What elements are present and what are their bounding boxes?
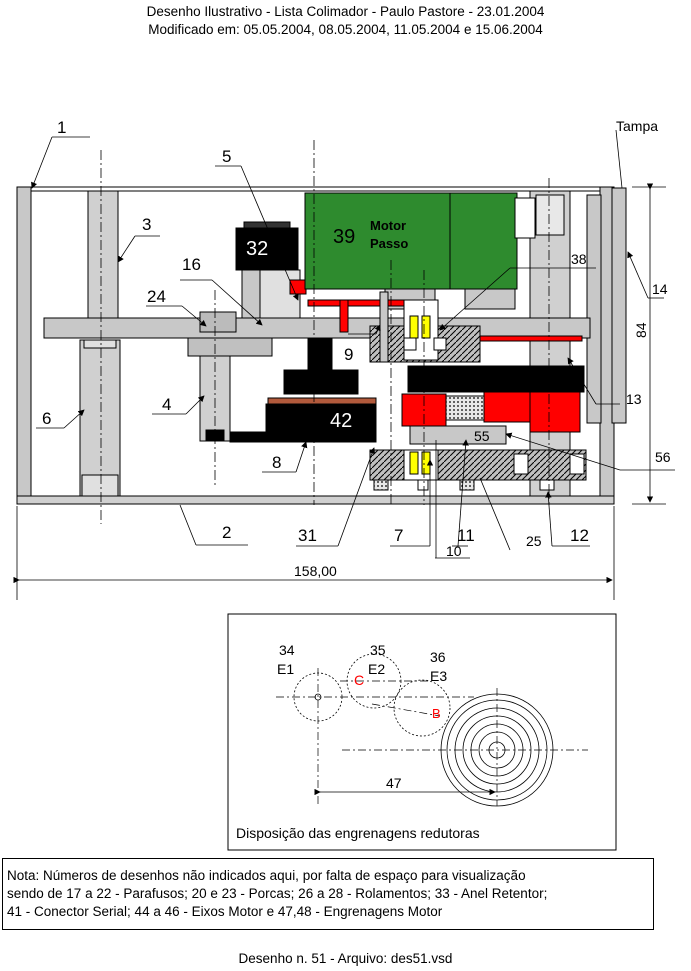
plate-16 — [43, 317, 591, 339]
gear-13-black — [407, 365, 585, 393]
footer-drawing-number: Desenho n. 51 - Arquivo: des51.vsd — [238, 951, 453, 966]
inner-cover — [586, 194, 602, 424]
label-2: 2 — [222, 523, 231, 542]
bearing-block-25 — [369, 449, 587, 481]
label-5: 5 — [222, 147, 231, 166]
label-8: 8 — [272, 453, 281, 472]
label-55: 55 — [474, 428, 490, 444]
gear-red-right — [529, 391, 581, 433]
label-12: 12 — [570, 526, 589, 545]
gear-e1-number: 34 — [279, 642, 295, 658]
label-38: 38 — [571, 251, 587, 267]
label-9: 9 — [344, 345, 353, 364]
part-42 — [265, 403, 377, 433]
dimension-width: 158,00 — [294, 563, 337, 579]
post-3 — [87, 190, 119, 322]
label-11: 11 — [457, 526, 475, 545]
label-tampa: Tampa — [616, 118, 658, 134]
block-24 — [187, 337, 273, 357]
gear-e3-name: E3 — [430, 668, 447, 684]
gear-e1-name: E1 — [277, 661, 294, 677]
motor-number: 39 — [333, 226, 355, 248]
label-10: 10 — [446, 543, 462, 559]
gear-box-caption: Disposição das engrenagens redutoras — [236, 825, 480, 841]
label-1: 1 — [57, 118, 66, 137]
label-13: 13 — [626, 391, 642, 407]
label-24: 24 — [147, 287, 166, 306]
gear-arrangement-box: 34 E1 35 E2 36 E3 47 Disposição das engr… — [227, 613, 617, 851]
dimension-height: 84 — [633, 322, 649, 338]
header-title: Desenho Ilustrativo - Lista Colimador - … — [146, 4, 545, 19]
header-modified: Modificado em: 05.05.2004, 08.05.2004, 1… — [148, 22, 543, 37]
point-c: C — [354, 672, 364, 688]
motor-label-1: Motor — [370, 218, 406, 233]
motor-label-2: Passo — [370, 236, 408, 251]
note-box: Nota: Números de desenhos não indicados … — [2, 858, 654, 930]
label-25: 25 — [526, 533, 542, 549]
base-plate — [16, 495, 615, 505]
gear-e3 — [393, 679, 451, 737]
note-line-2: sendo de 17 a 22 - Parafusos; 20 e 23 - … — [7, 886, 548, 901]
post-6 — [79, 339, 121, 497]
label-56: 56 — [655, 449, 671, 465]
cover-tampa — [611, 187, 627, 424]
bar-8 — [229, 431, 377, 443]
label-6: 6 — [42, 409, 51, 428]
label-31: 31 — [298, 526, 317, 545]
gear-e2-name: E2 — [368, 661, 385, 677]
left-wall — [16, 186, 32, 505]
part-32 — [235, 227, 299, 271]
note-line-3: 41 - Conector Serial; 44 a 46 - Eixos Mo… — [7, 904, 443, 919]
label-42: 42 — [330, 410, 352, 432]
label-3: 3 — [142, 215, 151, 234]
housing — [16, 186, 627, 505]
note-line-1: Nota: Números de desenhos não indicados … — [7, 868, 526, 883]
gear-e3-number: 36 — [430, 649, 446, 665]
gear-red-mid — [483, 391, 531, 423]
point-b: B — [432, 706, 441, 721]
label-4: 4 — [162, 395, 171, 414]
motor — [304, 192, 536, 310]
label-16: 16 — [182, 255, 201, 274]
gear-e2-number: 35 — [370, 642, 386, 658]
label-7: 7 — [394, 526, 403, 545]
distance-label: 47 — [386, 775, 402, 791]
label-32: 32 — [246, 238, 268, 260]
housing-top-line — [16, 186, 615, 192]
motor-body — [304, 192, 518, 290]
label-14: 14 — [652, 281, 668, 297]
